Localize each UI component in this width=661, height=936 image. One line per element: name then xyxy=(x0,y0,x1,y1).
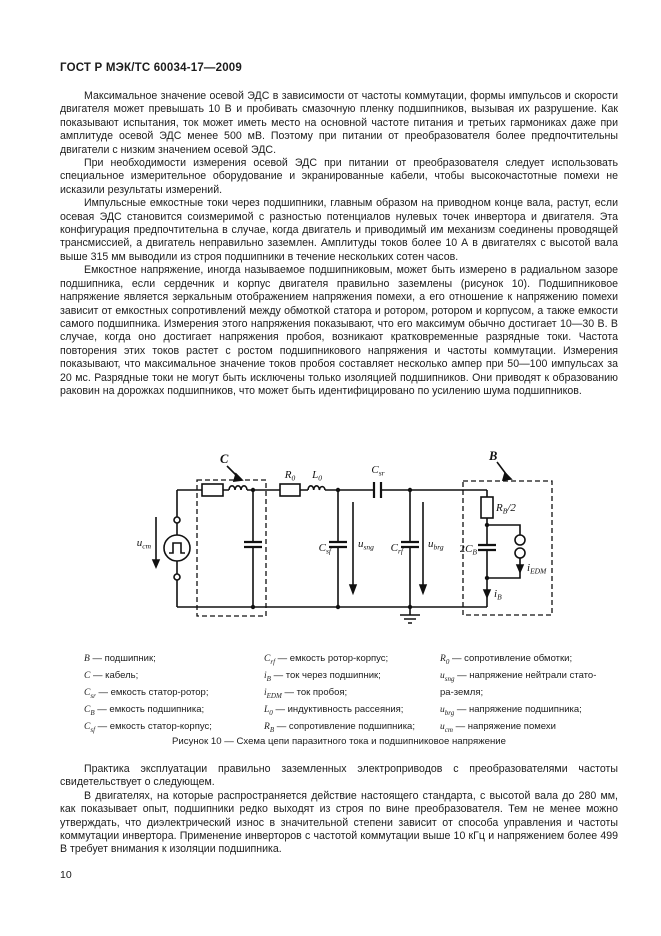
label-bearing: B xyxy=(488,449,497,463)
leakage-inductor xyxy=(307,485,326,491)
legend-item: iB — ток через подшипник; xyxy=(264,669,381,683)
legend-item: CB — емкость подшипника; xyxy=(84,703,205,717)
paragraph: Практика эксплуатации правильно заземлен… xyxy=(60,763,618,789)
i-edm-arrowhead xyxy=(515,564,525,575)
legend-column-1: B — подшипник; C — кабель; Csr — емкость… xyxy=(84,652,264,736)
legend-item: usng — напряжение нейтрали стато- xyxy=(440,669,597,683)
bearing-capacitor xyxy=(478,525,496,578)
body-text-top: Максимальное значение осевой ЭДС в завис… xyxy=(60,90,618,398)
ground-icon xyxy=(400,607,420,624)
figure-10: C B ucm R0 L0 Csf usng Csr Crf ubrg RB/2… xyxy=(85,448,585,663)
label-r0: R0 xyxy=(284,469,296,483)
legend-item: Crf — емкость ротор-корпус; xyxy=(264,653,389,666)
label-i-b: iB xyxy=(494,588,502,602)
legend-item: ubrg — напряжение подшипника; xyxy=(440,703,582,717)
bearing-box xyxy=(462,461,553,616)
u-sng-arrow xyxy=(348,502,358,596)
rotor-frame-capacitor xyxy=(401,490,419,607)
label-l0: L0 xyxy=(311,469,322,483)
label-cable: C xyxy=(220,452,229,466)
legend-column-3: R0 — сопротивление обмотки; usng — напря… xyxy=(440,652,620,736)
label-u-cm: ucm xyxy=(137,537,152,551)
legend-column-2: Crf — емкость ротор-корпус; iB — ток чер… xyxy=(264,652,440,736)
u-brg-arrow xyxy=(418,502,428,596)
circuit-diagram: C B ucm R0 L0 Csf usng Csr Crf ubrg RB/2… xyxy=(137,449,553,624)
label-u-brg: ubrg xyxy=(428,538,444,552)
label-rb2: RB/2 xyxy=(495,502,516,516)
spark-gap xyxy=(487,524,526,579)
legend-item: L0 — индуктивность рассеяния; xyxy=(264,703,404,717)
paragraph: В двигателях, на которые распространяетс… xyxy=(60,789,618,856)
label-2cb: 2CB xyxy=(460,543,478,557)
body-text-bottom: Практика эксплуатации правильно заземлен… xyxy=(60,763,618,857)
cable-box xyxy=(196,465,267,617)
winding-resistor xyxy=(279,483,301,497)
paragraph: Максимальное значение осевой ЭДС в завис… xyxy=(60,90,618,156)
cable-capacitor xyxy=(244,490,262,607)
legend-item: Csf — емкость статор-корпус; xyxy=(84,720,212,734)
bearing-resistor xyxy=(480,496,494,519)
legend-item: C — кабель; xyxy=(84,669,139,681)
legend-item: ра-земля; xyxy=(440,686,484,698)
standard-designation: ГОСТ Р МЭК/ТС 60034-17—2009 xyxy=(60,62,242,74)
label-i-edm: iEDM xyxy=(527,562,547,576)
stator-rotor-capacitor xyxy=(372,482,383,498)
figure-legend: B — подшипник; C — кабель; Csr — емкость… xyxy=(84,652,620,736)
legend-item: Csr — емкость статор-ротор; xyxy=(84,686,209,700)
i-b-arrowhead xyxy=(482,589,492,600)
legend-item: iEDM — ток пробоя; xyxy=(264,686,348,700)
label-c-rf: Crf xyxy=(391,542,404,556)
pulse-source xyxy=(163,490,191,607)
legend-item: ucm — напряжение помехи xyxy=(440,720,556,734)
u-cm-arrow xyxy=(151,517,161,570)
junction-dots xyxy=(250,487,490,610)
cable-inductor xyxy=(228,485,248,491)
legend-item: B — подшипник; xyxy=(84,653,156,664)
legend-item: RB — сопротивление подшипника; xyxy=(264,720,415,734)
paragraph: При необходимости измерения осевой ЭДС п… xyxy=(60,157,618,196)
legend-item: R0 — сопротивление обмотки; xyxy=(440,653,573,666)
cable-resistor xyxy=(201,483,224,497)
label-c-sr: Csr xyxy=(371,464,384,478)
paragraph: Емкостное напряжение, иногда называемое … xyxy=(60,264,618,397)
figure-caption: Рисунок 10 — Схема цепи паразитного тока… xyxy=(172,736,506,747)
paragraph: Импульсные емкостные токи через подшипни… xyxy=(60,197,618,263)
pulse-waveform-icon xyxy=(169,542,185,554)
stator-frame-capacitor xyxy=(329,490,347,607)
page-number: 10 xyxy=(60,869,72,881)
label-u-sng: usng xyxy=(358,538,374,552)
label-c-sf: Csf xyxy=(319,542,332,556)
